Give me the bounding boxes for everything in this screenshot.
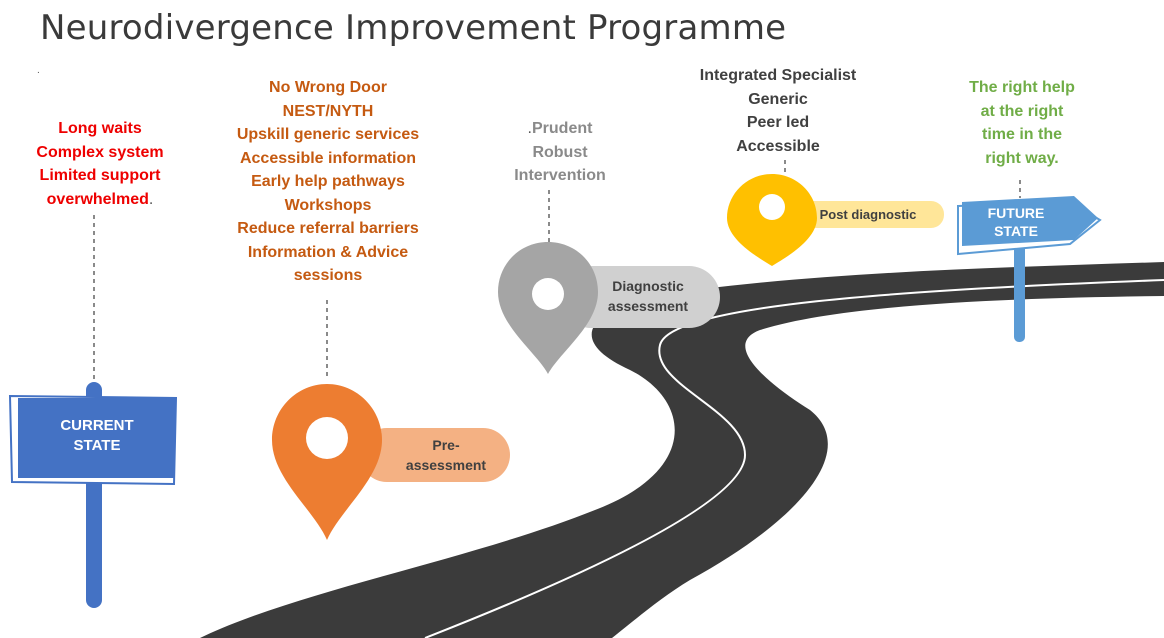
current-state-problems: Long waits Complex system Limited suppor…	[20, 117, 180, 211]
page-title: Neurodivergence Improvement Programme	[40, 8, 787, 48]
list-item: Integrated Specialist	[699, 67, 857, 84]
future-state-sign-label: FUTURE STATE	[987, 205, 1045, 239]
post-diagnostic-items: Integrated Specialist Generic Peer led A…	[678, 64, 878, 158]
outcome-line: time in the	[981, 126, 1062, 143]
list-item: Accessible	[736, 137, 820, 155]
list-item: Reduce referral barriers	[237, 220, 419, 237]
pre-assessment-pin-icon	[272, 384, 382, 540]
problem-item: Long waits	[58, 120, 142, 137]
future-state-outcome: The right help at the right time in the …	[954, 76, 1090, 170]
list-item: Workshops	[284, 196, 372, 214]
pre-assessment-items: No Wrong Door NEST/NYTH Upskill generic …	[200, 76, 456, 288]
future-sign-board	[962, 196, 1098, 246]
list-item: NEST/NYTH	[282, 102, 374, 120]
outcome-line: The right help	[969, 79, 1075, 96]
list-item: Upskill generic services	[236, 126, 420, 143]
list-item: Intervention	[514, 167, 606, 184]
outcome-line: at the right	[980, 102, 1064, 120]
outcome-line: right way.	[985, 149, 1059, 167]
list-item: Peer led	[746, 114, 810, 131]
diagnostic-pill	[560, 266, 720, 328]
trailing-dot: .	[148, 190, 154, 208]
list-item: sessions	[293, 267, 363, 284]
list-item: Information & Advice	[247, 243, 409, 261]
current-sign-board	[18, 398, 176, 478]
problem-item: Limited support	[39, 167, 161, 184]
current-state-signpost	[8, 382, 178, 608]
diagnostic-pin-icon	[498, 242, 598, 374]
post-diagnostic-pin-icon	[727, 174, 817, 266]
future-sign-pole	[1014, 236, 1025, 342]
road-center-line	[424, 279, 1164, 638]
road	[200, 262, 1164, 638]
diagnostic-items: .Prudent Robust Intervention	[490, 117, 630, 188]
list-item: Early help pathways	[251, 173, 405, 190]
future-state-signpost	[957, 196, 1102, 342]
post-diagnostic-pill	[780, 201, 944, 228]
list-item: Generic	[748, 90, 808, 108]
road-surface	[200, 262, 1164, 638]
leading-dot: .	[527, 120, 532, 137]
pre-assessment-label: Pre- assessment	[405, 437, 487, 473]
list-item: No Wrong Door	[269, 79, 387, 96]
list-item: Robust	[532, 143, 588, 161]
current-state-sign-label: CURRENT STATE	[60, 417, 134, 454]
problem-item: overwhelmed.	[46, 190, 154, 208]
post-diagnostic-label: Post diagnostic	[819, 207, 917, 222]
problem-item: Complex system	[36, 143, 164, 161]
diagnostic-label: Diagnostic assessment	[607, 278, 689, 314]
list-item: Accessible information	[239, 149, 417, 167]
title-dot: .	[37, 65, 40, 76]
pre-assessment-pill	[360, 428, 510, 482]
list-item: .Prudent	[527, 120, 593, 137]
